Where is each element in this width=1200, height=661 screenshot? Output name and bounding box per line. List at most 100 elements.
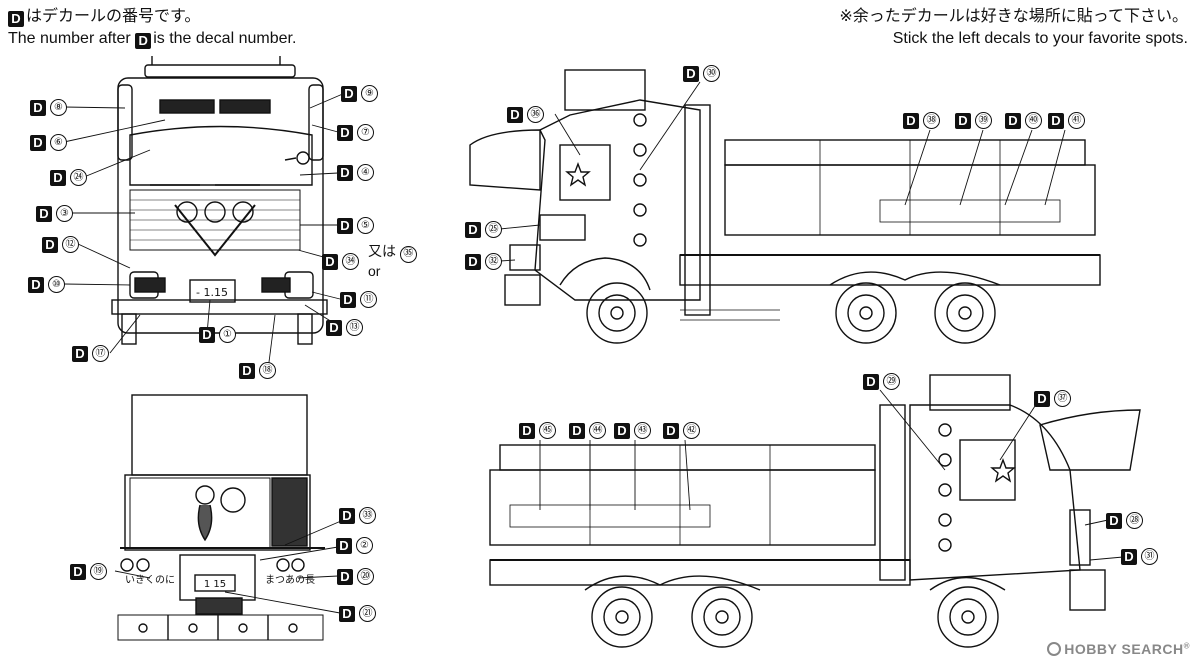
note-right-jp: ※余ったデカールは好きな場所に貼って下さい。 bbox=[839, 8, 1188, 25]
d-marker-icon: D bbox=[863, 373, 879, 390]
decal-number: ㉛ bbox=[1141, 548, 1158, 565]
decal-number: ⑫ bbox=[62, 236, 79, 253]
d-marker-icon: D bbox=[341, 85, 357, 102]
d-marker-icon: D bbox=[1034, 390, 1050, 407]
d-marker-icon: D bbox=[955, 112, 971, 129]
decal-number: ⑲ bbox=[90, 563, 107, 580]
d-marker-icon: D bbox=[340, 291, 356, 308]
decal-number: ㊹ bbox=[589, 422, 606, 439]
d-marker-icon: D bbox=[30, 134, 46, 151]
d-marker-icon: D bbox=[337, 217, 353, 234]
d-marker-icon: D bbox=[465, 221, 481, 238]
d-marker-icon: D bbox=[322, 253, 338, 270]
d-marker-icon: D bbox=[903, 112, 919, 129]
decal-number: ㉙ bbox=[883, 373, 900, 390]
d-marker-icon: D bbox=[326, 319, 342, 336]
decal-number: ④ bbox=[357, 164, 374, 181]
decal-number: ㉟ bbox=[399, 245, 417, 263]
note-en-after: is the decal number. bbox=[153, 30, 297, 47]
decal-number: ㉞ bbox=[342, 253, 359, 270]
d-marker-icon: D bbox=[663, 422, 679, 439]
d-marker-icon: D bbox=[339, 605, 355, 622]
d-marker-icon: D bbox=[337, 124, 353, 141]
decal-number: ⑬ bbox=[346, 319, 363, 336]
alt-en: or bbox=[368, 262, 381, 279]
decal-number: ⑤ bbox=[357, 217, 374, 234]
decal-number: ㉕ bbox=[485, 221, 502, 238]
alternative-note: 又は ㉟ or bbox=[368, 243, 417, 279]
note-en-before: The number after bbox=[8, 30, 131, 47]
d-marker-icon: D bbox=[36, 205, 52, 222]
watermark: HOBBY SEARCH® bbox=[1047, 641, 1190, 657]
decal-number: ㉑ bbox=[359, 605, 376, 622]
d-marker-icon: D bbox=[337, 164, 353, 181]
d-marker-icon: D bbox=[519, 422, 535, 439]
d-marker-icon: D bbox=[569, 422, 585, 439]
d-marker-icon: D bbox=[42, 236, 58, 253]
decal-number: ㊲ bbox=[1054, 390, 1071, 407]
side-view-bottom-truck bbox=[489, 374, 1141, 648]
leader-lines bbox=[63, 81, 1124, 614]
d-marker-icon: D bbox=[337, 568, 353, 585]
decal-number: ⑳ bbox=[357, 568, 374, 585]
decal-number: ⑪ bbox=[360, 291, 377, 308]
decal-number: ⑦ bbox=[357, 124, 374, 141]
decal-number: ⑨ bbox=[361, 85, 378, 102]
d-marker-icon: D bbox=[8, 11, 24, 27]
d-marker-icon: D bbox=[507, 106, 523, 123]
alt-jp: 又は bbox=[368, 243, 396, 259]
d-marker-icon: D bbox=[72, 345, 88, 362]
front-plate-text: - 1.15 bbox=[196, 286, 228, 299]
front-view-truck: - 1.15 bbox=[111, 56, 328, 345]
d-marker-icon: D bbox=[1106, 512, 1122, 529]
d-marker-icon: D bbox=[70, 563, 86, 580]
decal-number: ③ bbox=[56, 205, 73, 222]
d-marker-icon: D bbox=[1121, 548, 1137, 565]
rear-right-lamp-text: まつあの長 bbox=[265, 574, 315, 586]
watermark-text: HOBBY SEARCH bbox=[1064, 641, 1184, 657]
d-marker-icon: D bbox=[30, 99, 46, 116]
d-marker-icon: D bbox=[465, 253, 481, 270]
decal-number: ㉜ bbox=[485, 253, 502, 270]
decal-number: ㉔ bbox=[70, 169, 87, 186]
d-marker-icon: D bbox=[614, 422, 630, 439]
note-right-en: Stick the left decals to your favorite s… bbox=[892, 30, 1188, 47]
d-marker-icon: D bbox=[1048, 112, 1064, 129]
d-marker-icon: D bbox=[50, 169, 66, 186]
decal-number: ⑥ bbox=[50, 134, 67, 151]
